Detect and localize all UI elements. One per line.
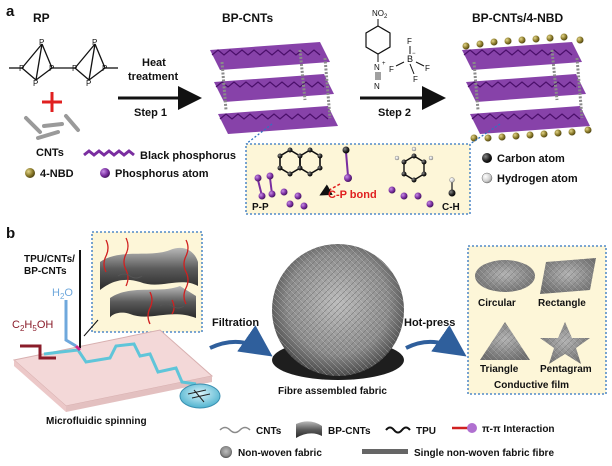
fibre-fabric-disc — [272, 244, 404, 380]
p-atom-label: P — [92, 38, 97, 47]
n-plus-label: N — [374, 63, 380, 72]
panel-b-label: b — [6, 225, 15, 242]
p-atom-label: P — [102, 64, 107, 73]
shape-rectangle-label: Rectangle — [538, 298, 586, 309]
fibre-fabric-label: Fibre assembled fabric — [278, 386, 387, 397]
tpu-label-1: TPU/CNTs/ — [24, 254, 75, 265]
step1-text-treatment: treatment — [128, 71, 178, 83]
boron-label: B — [407, 54, 413, 64]
p-atom-label: P — [39, 38, 44, 47]
p-atom-label: P — [49, 64, 54, 73]
bp-layer-3 — [218, 106, 338, 134]
legend-bp-cnts: BP-CNTs — [328, 426, 371, 437]
f-label: F — [425, 64, 430, 73]
collection-dish — [179, 383, 221, 409]
hot-press-label: Hot-press — [404, 317, 455, 329]
bp-cnts-4nbd-label: BP-CNTs/4-NBD — [472, 11, 563, 25]
step2-label: Step 2 — [378, 107, 411, 119]
legend-interaction: π-π Interaction — [482, 424, 555, 435]
inset-ch-label: C-H — [442, 202, 460, 213]
hot-press-arrow — [405, 325, 467, 357]
conductive-film-box — [467, 245, 607, 395]
shape-triangle-label: Triangle — [480, 364, 519, 375]
microfluidic-label: Microfluidic spinning — [46, 416, 147, 427]
p-atom-label: P — [19, 64, 24, 73]
bp-cnts-stack — [210, 42, 338, 134]
fibre-zoom-box — [91, 231, 203, 333]
rp-label: RP — [33, 11, 50, 25]
legend-non-woven: Non-woven fabric — [238, 448, 322, 459]
plus-icon — [42, 92, 62, 112]
p-atom-label: P — [72, 64, 77, 73]
step1-label: Step 1 — [134, 107, 167, 119]
f-label: F — [389, 65, 394, 74]
p-atom-label: P — [33, 79, 38, 88]
legend-cnts: CNTs — [256, 426, 282, 437]
legend-4-nbd: 4-NBD — [40, 168, 74, 180]
step1-text-heat: Heat — [142, 57, 166, 69]
plus-charge: + — [382, 61, 386, 67]
ethanol-label: C2H5OH — [12, 319, 53, 333]
legend-carbon-atom: Carbon atom — [497, 153, 565, 165]
cnts-label: CNTs — [36, 147, 64, 159]
p-atom-label: P — [86, 79, 91, 88]
legend-b: CNTs BP-CNTs TPU π-π Interaction Non-wov… — [219, 421, 555, 459]
panel-a-label: a — [6, 3, 15, 20]
legend-a: Black phosphorus 4-NBD Phosphorus atom C… — [25, 149, 578, 185]
microfluidic-chip — [12, 250, 214, 412]
bp-layer-2 — [214, 74, 334, 102]
rp-p-letters: P P P P P P P P — [19, 38, 107, 88]
n-triple-label: N — [374, 82, 380, 91]
4-nbd-molecule: NO2 N + N B − F F F F — [365, 9, 430, 91]
shape-circular-label: Circular — [478, 298, 516, 309]
legend-hydrogen-atom: Hydrogen atom — [497, 173, 578, 185]
rp-structure — [9, 43, 118, 81]
f-label: F — [407, 37, 412, 46]
filtration-label: Filtration — [212, 317, 259, 329]
legend-single-fibre: Single non-woven fabric fibre — [414, 448, 554, 459]
h2o-label: H2O — [52, 287, 73, 301]
bp-cnts-label: BP-CNTs — [222, 11, 273, 25]
cp-bond-label: C-P bond — [328, 189, 377, 201]
legend-tpu: TPU — [416, 426, 436, 437]
minus-charge: − — [412, 51, 416, 57]
tpu-label-2: BP-CNTs — [24, 266, 67, 277]
shape-pentagram-label: Pentagram — [540, 364, 592, 375]
bond-inset: P-P C-P bond — [252, 146, 460, 213]
bp-cnts-4nbd-stack — [462, 33, 592, 142]
conductive-film-label: Conductive film — [494, 380, 569, 391]
cnts-sticks — [24, 114, 80, 140]
legend-black-phosphorus: Black phosphorus — [140, 150, 236, 162]
no2-label: NO2 — [372, 9, 388, 20]
bp-layer-1 — [210, 42, 330, 70]
filtration-arrow — [209, 325, 273, 357]
legend-phosphorus-atom: Phosphorus atom — [115, 168, 209, 180]
inset-pp-label: P-P — [252, 202, 269, 213]
f-label: F — [413, 75, 418, 84]
